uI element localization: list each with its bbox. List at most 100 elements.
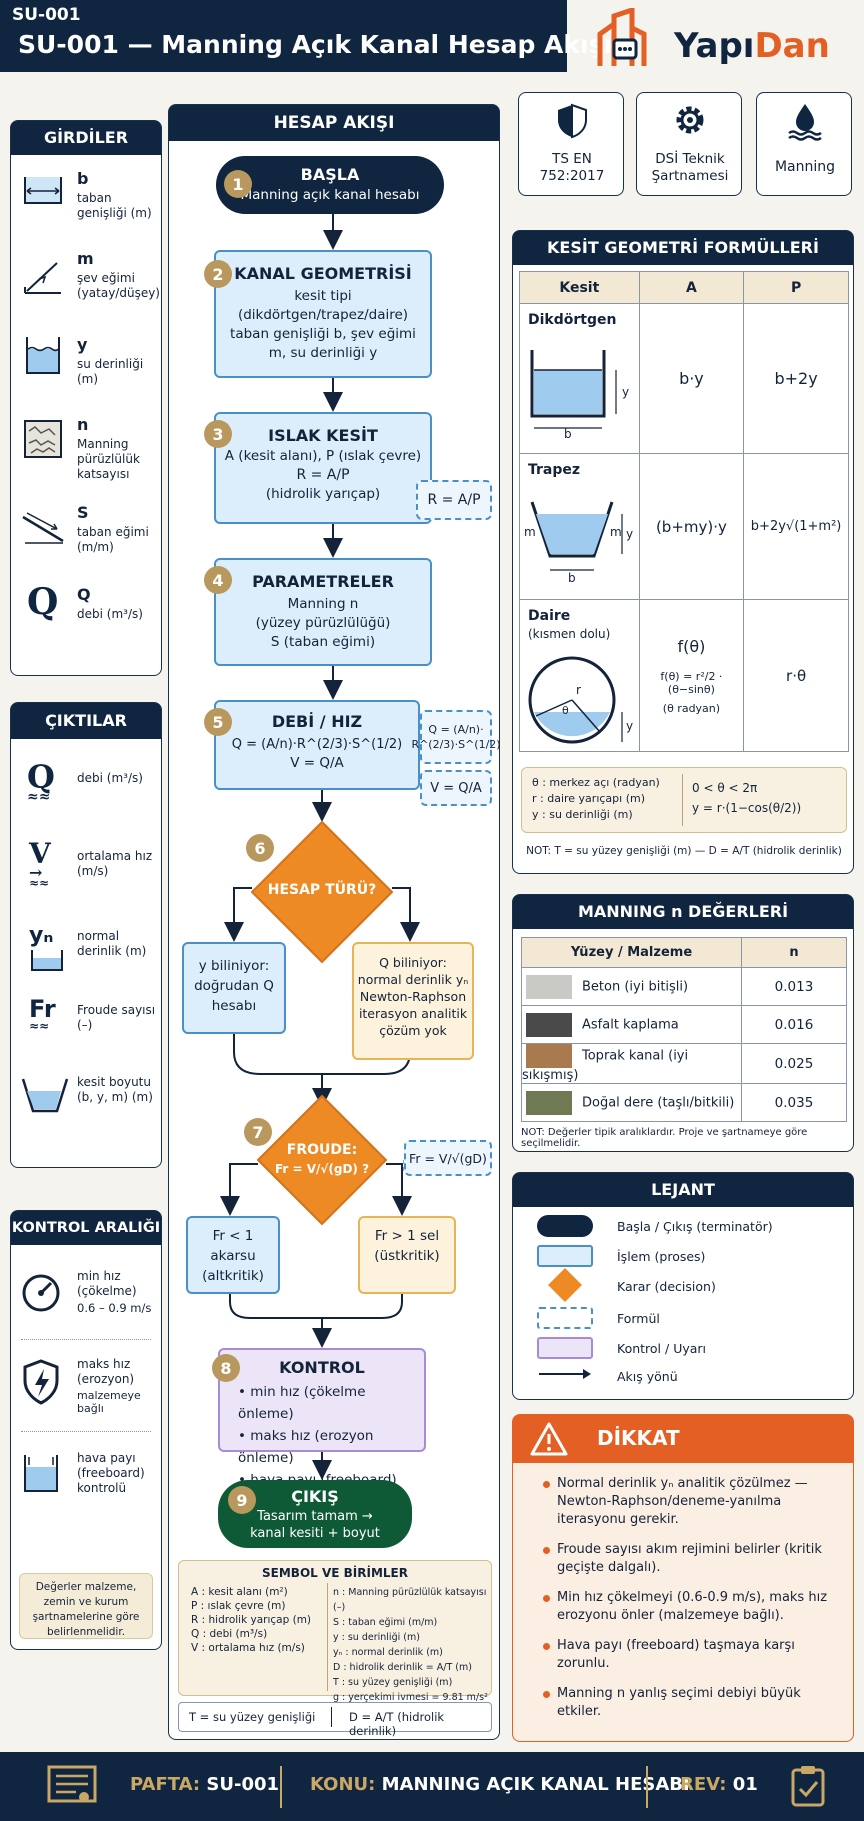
section-name: Trapez bbox=[528, 462, 581, 478]
warning-header: DİKKAT bbox=[513, 1415, 853, 1463]
shield-icon bbox=[558, 103, 587, 139]
output-desc: debi (m³/s) bbox=[77, 771, 143, 785]
badge-label: Manning bbox=[774, 159, 836, 175]
legend-control-swatch bbox=[537, 1337, 593, 1359]
manning-title: MANNING n DEĞERLERİ bbox=[513, 895, 853, 929]
input-symbol: Q bbox=[77, 585, 91, 604]
symbols-title: SEMBOL VE BİRİMLER bbox=[262, 1566, 408, 1580]
legend-label: Formül bbox=[617, 1311, 660, 1326]
footer-konu: KONU: MANNING AÇIK KANAL HESABI bbox=[310, 1774, 690, 1795]
geometry-panel: KESİT GEOMETRİ FORMÜLLERİ Kesit A P Dikd… bbox=[512, 230, 854, 874]
step-number: 8 bbox=[212, 1354, 240, 1382]
step-number: 9 bbox=[228, 1486, 256, 1514]
badge-ts-en: TS EN 752:2017 bbox=[518, 92, 624, 196]
svg-text:m: m bbox=[524, 525, 536, 539]
freeboard-icon bbox=[24, 1455, 58, 1492]
outputs-title: ÇIKTILAR bbox=[11, 703, 161, 739]
trap-area: (b+my)·y bbox=[638, 453, 745, 600]
legend-title: LEJANT bbox=[513, 1173, 853, 1207]
brand-logo: YapıDan bbox=[596, 8, 856, 68]
roughness-icon bbox=[24, 420, 62, 458]
svg-text:m: m bbox=[610, 525, 622, 539]
inputs-title: GİRDİLER bbox=[11, 121, 161, 155]
bed-slope-icon bbox=[22, 512, 64, 544]
svg-text:y: y bbox=[622, 385, 629, 399]
legend-arrow-icon bbox=[539, 1369, 591, 1379]
outputs-panel: ÇIKTILAR Q≈≈ debi (m³/s) V→≈≈ ortalama h… bbox=[10, 702, 162, 1168]
input-symbol: b bbox=[77, 169, 89, 188]
svg-text:y: y bbox=[626, 719, 633, 733]
step-discharge-velocity: DEBİ / HIZ Q = (A/n)·R^(2/3)·S^(1/2) V =… bbox=[214, 700, 420, 790]
stream-texture-icon bbox=[526, 1090, 572, 1115]
control-value: malzemeye bağlı bbox=[77, 1389, 141, 1415]
symbol-line: y : su derinliği (m) bbox=[333, 1632, 420, 1643]
symbol-line: R : hidrolik yarıçap (m) bbox=[191, 1614, 312, 1626]
brand-name: YapıDan bbox=[674, 26, 830, 66]
output-desc: Froude sayısı (–) bbox=[77, 1003, 156, 1032]
output-desc: ortalama hız (m/s) bbox=[77, 849, 153, 878]
step-control: KONTROL • min hız (çökelme önleme) • mak… bbox=[218, 1348, 426, 1488]
symbols-box: SEMBOL VE BİRİMLER A : kesit alanı (m²) … bbox=[178, 1560, 492, 1703]
rect-area: b·y bbox=[638, 303, 745, 454]
input-desc: debi (m³/s) bbox=[77, 607, 143, 621]
symbol-line: n : Manning pürüzlülük katsayısı (–) bbox=[333, 1587, 487, 1613]
inputs-panel: GİRDİLER b taban genişliği (m) m şev eği… bbox=[10, 120, 162, 676]
input-desc: taban genişliği (m) bbox=[77, 191, 152, 220]
section-name: Daire bbox=[528, 608, 571, 624]
circ-perimeter: r·θ bbox=[743, 599, 849, 752]
rect-perimeter: b+2y bbox=[743, 303, 849, 454]
depth-icon bbox=[26, 337, 60, 374]
legend-panel: LEJANT Başla / Çıkış (terminatör) İşlem … bbox=[512, 1172, 854, 1400]
gauge-icon bbox=[22, 1274, 60, 1312]
legend-formula-swatch bbox=[537, 1307, 593, 1329]
input-symbol: S bbox=[77, 503, 89, 522]
rectangle-section-icon: yb bbox=[530, 350, 629, 440]
manning-row: Beton (iyi bitişli) 0.013 bbox=[521, 967, 847, 1006]
legend-label: Akış yönü bbox=[617, 1369, 678, 1384]
formula-hydraulic-radius: R = A/P bbox=[416, 480, 492, 520]
froude-title: FROUDE: bbox=[286, 1142, 358, 1158]
legend-process-swatch bbox=[537, 1245, 593, 1267]
formula-velocity: V = Q/A bbox=[420, 770, 492, 806]
warning-item: Froude sayısı akım rejimini belirler (kr… bbox=[543, 1541, 843, 1577]
trap-perimeter: b+2y√(1+m²) bbox=[743, 453, 849, 600]
col-section: Kesit bbox=[519, 271, 640, 304]
page-title: SU-001 — Manning Açık Kanal Hesap Akışı bbox=[18, 30, 613, 59]
divider bbox=[21, 1339, 151, 1340]
warning-item: Manning n yanlış seçimi debiyi büyük etk… bbox=[543, 1685, 843, 1721]
input-desc: şev eğimi (yatay/düşey) bbox=[77, 271, 160, 300]
svg-text:y: y bbox=[626, 527, 633, 541]
normal-depth-icon: yₙ bbox=[29, 923, 69, 976]
symbol-line: yₙ : normal derinlik (m) bbox=[333, 1647, 443, 1658]
control-note: Değerler malzeme, zemin ve kurum şartnam… bbox=[19, 1573, 153, 1639]
input-symbol: n bbox=[77, 415, 89, 434]
slope-icon bbox=[24, 262, 61, 294]
step-channel-geometry: KANAL GEOMETRİSİ kesit tipi (dikdörtgen/… bbox=[214, 250, 432, 378]
building-logo-icon bbox=[597, 8, 647, 66]
flow-title: HESAP AKIŞI bbox=[169, 105, 499, 141]
symbol-line: Q : debi (m³/s) bbox=[191, 1628, 268, 1640]
step-parameters: PARAMETRELER Manning n (yüzey pürüzlülüğ… bbox=[214, 558, 432, 666]
section-sub: (kısmen dolu) bbox=[528, 627, 611, 641]
width-icon bbox=[24, 177, 62, 204]
warning-item: Normal derinlik yₙ analitik çözülmez — N… bbox=[543, 1475, 843, 1529]
branch-subcritical: Fr < 1 akarsu (altkritik) bbox=[186, 1216, 280, 1294]
input-desc: su derinliği (m) bbox=[77, 357, 144, 386]
geometry-title: KESİT GEOMETRİ FORMÜLLERİ bbox=[513, 231, 853, 265]
control-desc: hava payı (freeboard) kontrolü bbox=[77, 1451, 145, 1495]
legend-terminator-swatch bbox=[537, 1215, 593, 1237]
control-range-panel: KONTROL ARALIĞI min hız (çökelme) 0.6 – … bbox=[10, 1210, 162, 1650]
decision-calc-type bbox=[250, 820, 394, 964]
warning-item: Hava payı (freeboard) taşmaya karşı zoru… bbox=[543, 1637, 843, 1673]
step-start-terminator: BAŞLA Manning açık kanal hesabı bbox=[216, 156, 444, 214]
clipboard-check-icon bbox=[791, 1766, 825, 1807]
legend-label: Başla / Çıkış (terminatör) bbox=[617, 1219, 773, 1234]
asphalt-texture-icon bbox=[526, 1012, 572, 1037]
control-value: 0.6 – 0.9 m/s bbox=[77, 1301, 152, 1315]
step-wetted-section: ISLAK KESİT A (kesit alanı), P (ıslak çe… bbox=[214, 412, 432, 524]
warning-title: DİKKAT bbox=[597, 1426, 680, 1450]
legend-label: İşlem (proses) bbox=[617, 1249, 706, 1264]
symbol-line: V : ortalama hız (m/s) bbox=[191, 1642, 305, 1654]
decision-froude bbox=[256, 1094, 388, 1226]
